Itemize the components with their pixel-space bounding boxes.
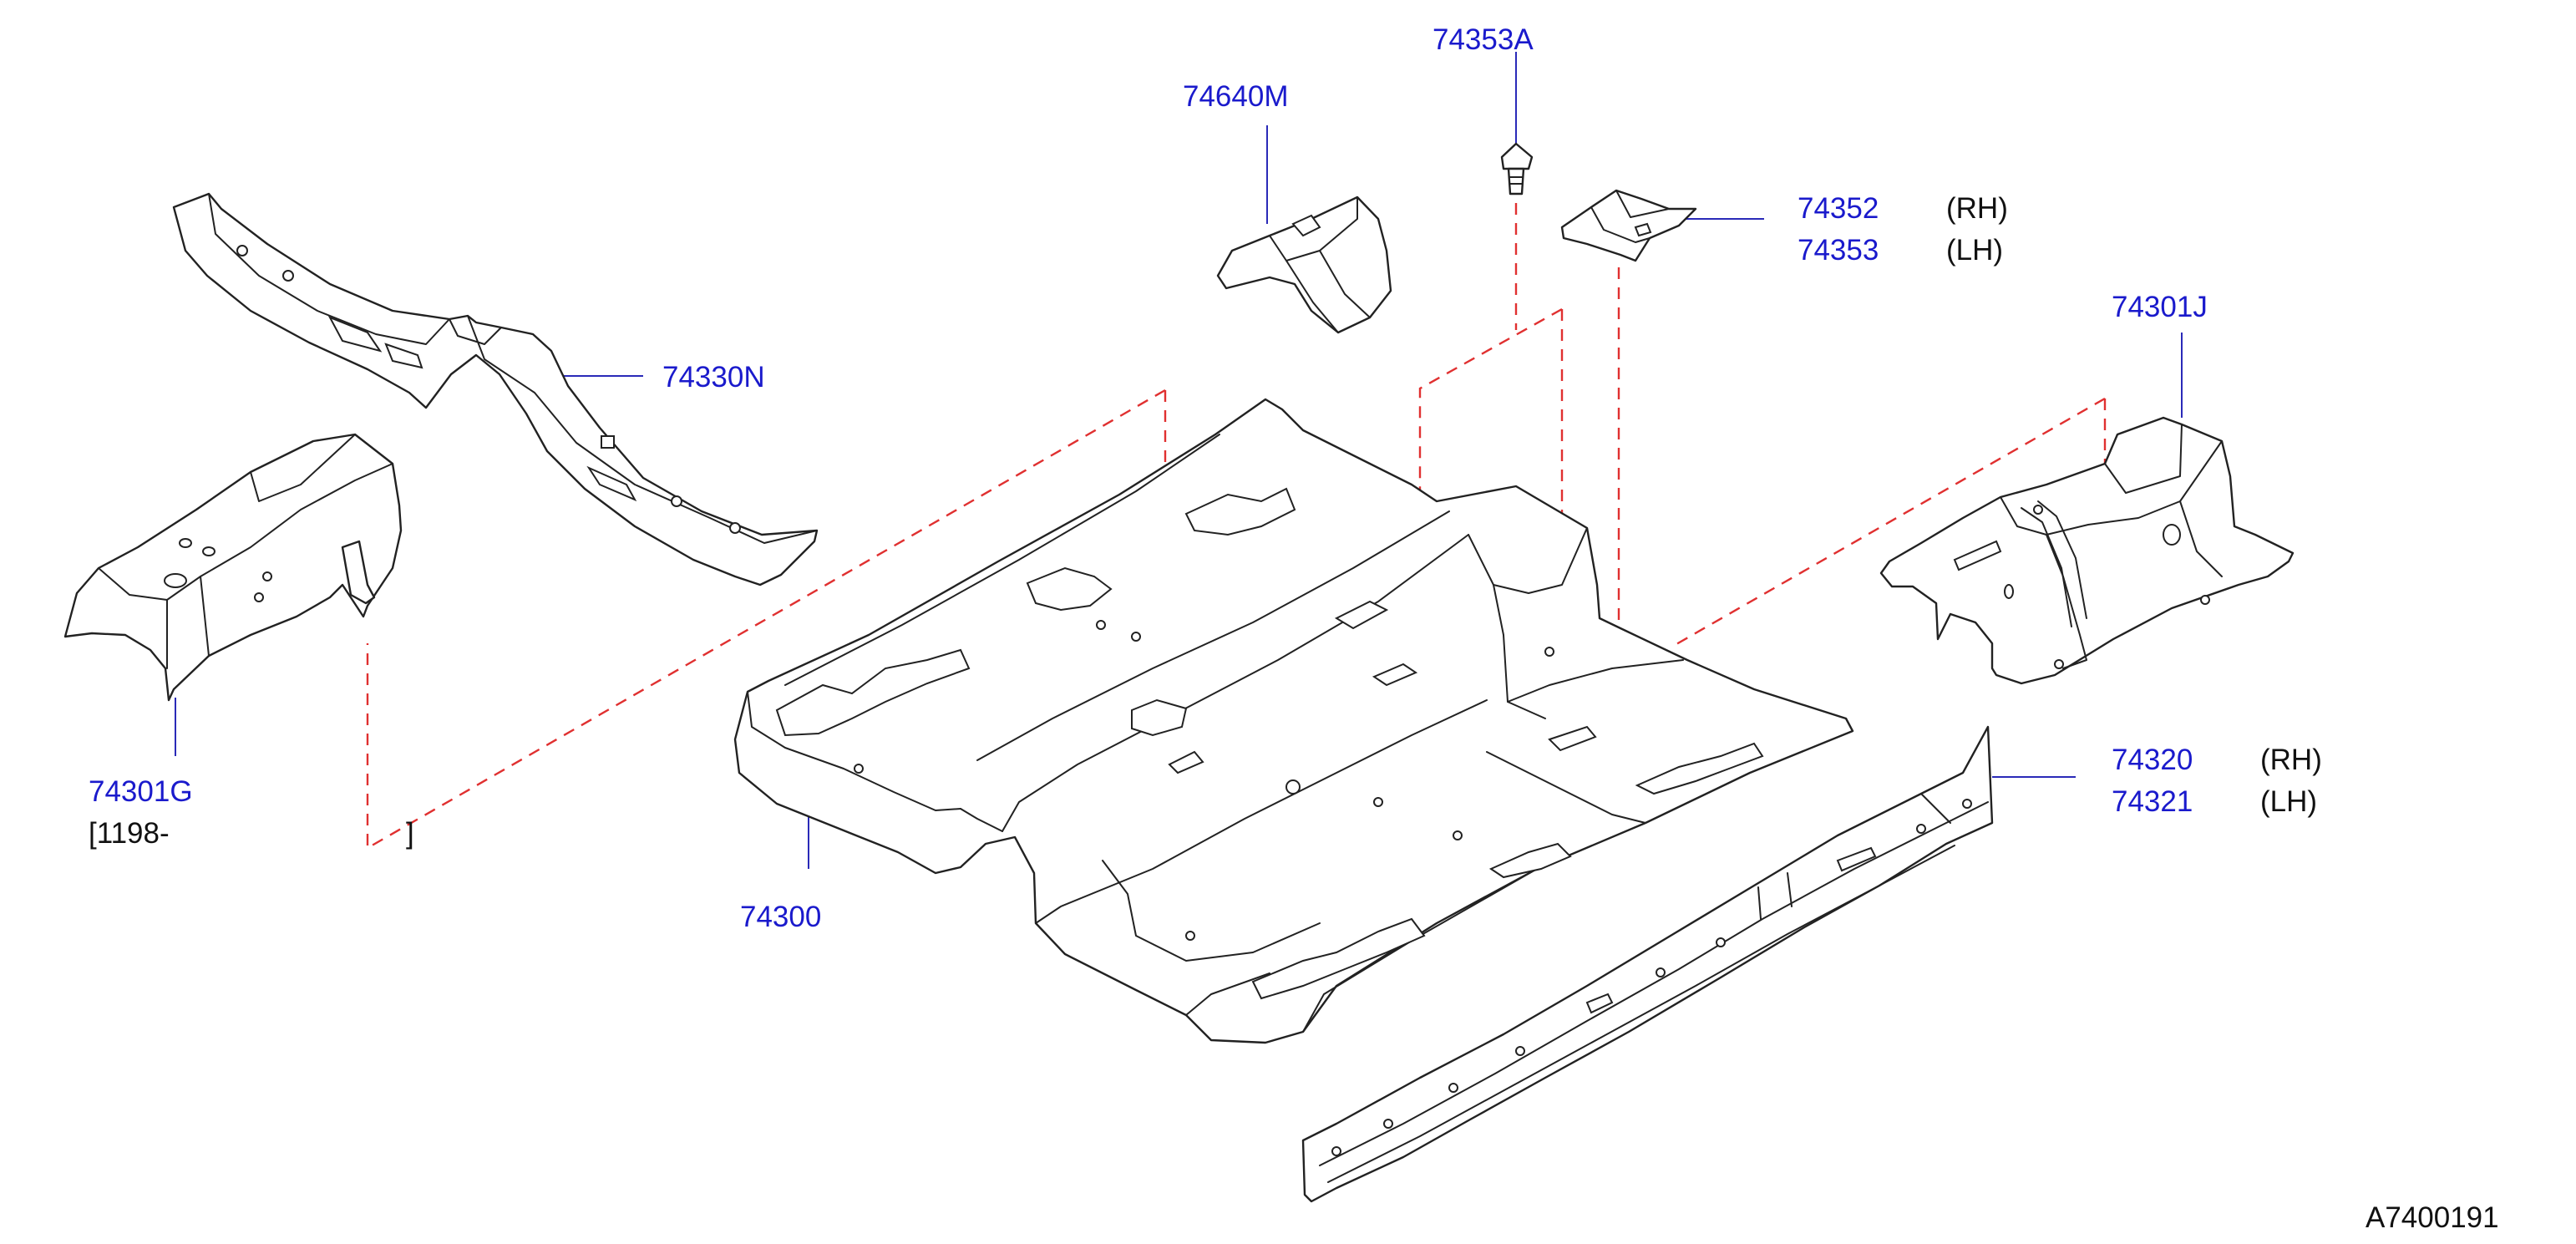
part-number-74300[interactable]: 74300 — [740, 901, 822, 933]
side-label-lh-sill: (LH) — [2260, 785, 2318, 818]
part-number-74301G[interactable]: 74301G — [89, 775, 193, 808]
diagram-reference-code: A7400191 — [2366, 1201, 2499, 1234]
crossmember-part-74330N[interactable] — [172, 192, 819, 586]
serial-range-note-close: ] — [406, 817, 414, 850]
serial-range-note: [1198- — [89, 817, 170, 850]
part-number-74321[interactable]: 74321 — [2112, 785, 2193, 818]
bolt-part-74353A[interactable] — [1500, 142, 1534, 195]
part-number-74640M[interactable]: 74640M — [1183, 80, 1289, 113]
part-number-74353[interactable]: 74353 — [1798, 234, 1879, 267]
part-number-74301J[interactable]: 74301J — [2112, 291, 2208, 323]
part-number-74352[interactable]: 74352 — [1798, 192, 1879, 225]
side-label-rh: (RH) — [1946, 192, 2008, 225]
part-number-74320[interactable]: 74320 — [2112, 744, 2193, 776]
bracket-part-74640M[interactable] — [1216, 195, 1392, 334]
bracket-part-74301J[interactable] — [1879, 416, 2295, 685]
part-number-74353A[interactable]: 74353A — [1433, 23, 1534, 56]
side-label-lh: (LH) — [1946, 234, 2004, 267]
bracket-part-74352-74353[interactable] — [1560, 189, 1697, 262]
side-label-rh-sill: (RH) — [2260, 744, 2322, 776]
side-sill-part-74320-74321[interactable] — [1301, 725, 1994, 1203]
bracket-part-74301G[interactable] — [63, 433, 403, 702]
part-number-74330N[interactable]: 74330N — [662, 361, 765, 394]
floor-panel-part-74300[interactable] — [733, 398, 1854, 1044]
